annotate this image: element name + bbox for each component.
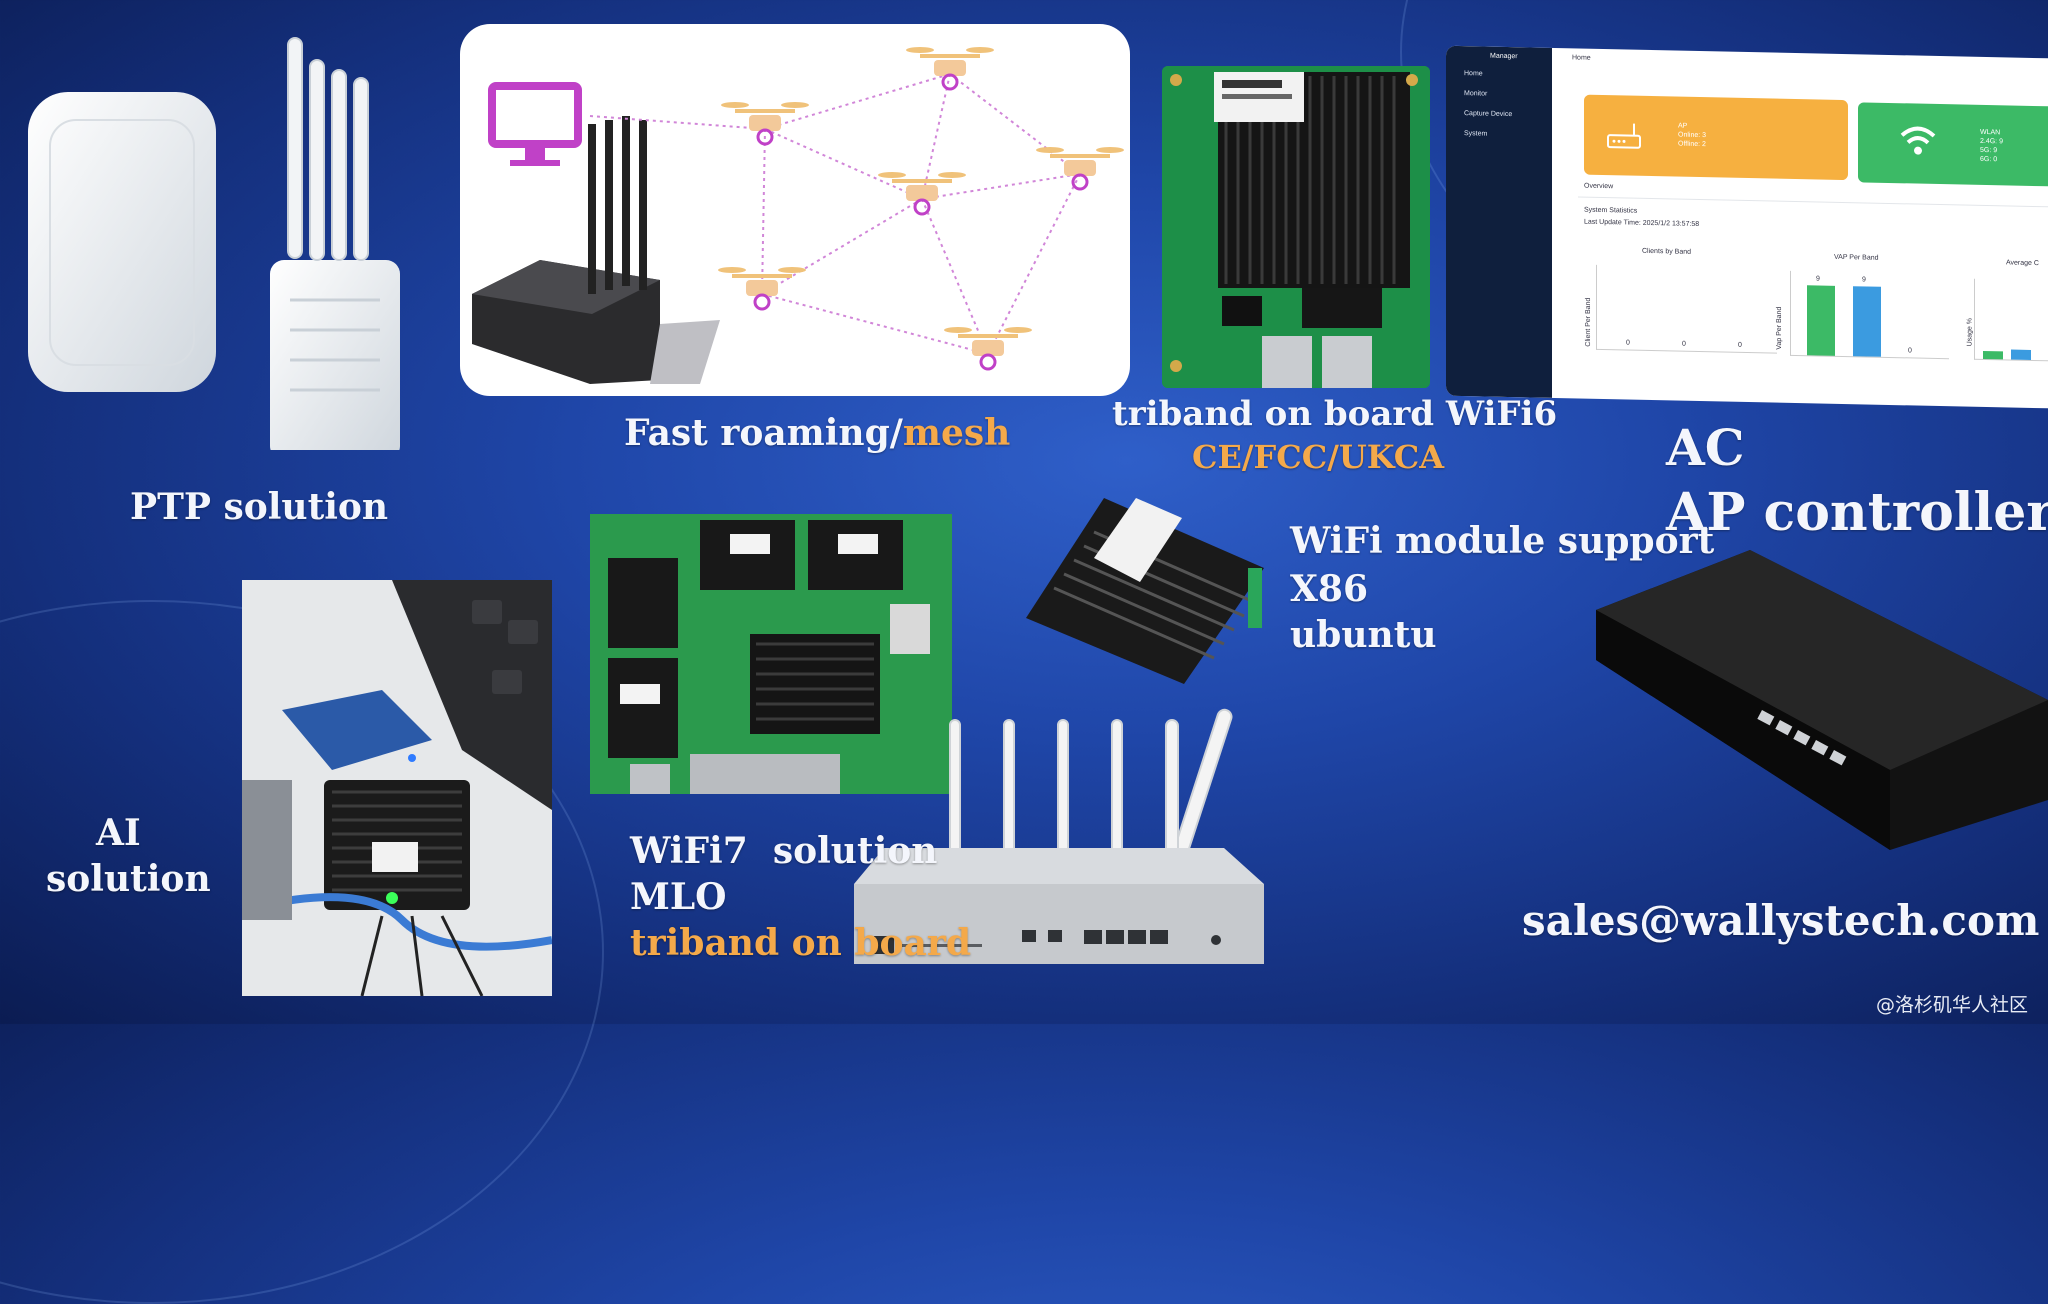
router-icon <box>472 116 720 384</box>
ptp-solution-label: PTP solution <box>130 486 389 528</box>
clients-by-band-chart <box>1596 264 1777 354</box>
average-chart-title: Average C <box>2006 259 2039 268</box>
triband-on-board-label: triband on board <box>630 922 972 964</box>
usage-axis-label: Usage % <box>1966 317 1974 347</box>
ptp-device-image <box>20 30 400 460</box>
fast-roaming-text: Fast roaming/ <box>624 412 903 454</box>
drone-icon <box>906 47 994 91</box>
triband-wifi6-label: triband on board WiFi6 <box>1112 394 1558 434</box>
wlan-card-line3: 6G: 0 <box>1980 155 1998 164</box>
ai-solution-label: solution <box>46 858 211 900</box>
drone-icon <box>878 172 966 216</box>
client-value-3: 0 <box>1738 341 1742 349</box>
usage-bar <box>2011 349 2031 360</box>
dashboard-sidebar: Manager Home Monitor Capture Device Syst… <box>1446 45 1552 398</box>
wlan-card-title: WLAN <box>1980 128 2001 137</box>
mesh-text: mesh <box>902 412 1011 454</box>
wifi7-router-image <box>844 708 1304 968</box>
sales-email-link[interactable]: sales@wallystech.com <box>1522 896 2040 945</box>
drone-icon <box>1036 147 1124 191</box>
usage-bar <box>1983 350 2003 360</box>
ap-card-title: AP <box>1678 122 1688 130</box>
vap-value-1: 9 <box>1816 275 1820 283</box>
watermark-text: @洛杉矶华人社区 <box>1876 994 2029 1016</box>
client-value-2: 0 <box>1682 340 1686 348</box>
nav-system[interactable]: System <box>1464 130 1488 138</box>
wifi-module-image <box>1014 488 1264 684</box>
wlan-card-line1: 2.4G: 9 <box>1980 137 2003 146</box>
divider <box>1578 196 2048 208</box>
ubuntu-label: ubuntu <box>1290 614 1437 656</box>
ai-solution-photo <box>242 580 552 996</box>
system-statistics-heading: System Statistics <box>1584 206 1638 215</box>
last-update-time: Last Update Time: 2025/1/2 13:57:58 <box>1584 218 1700 228</box>
wifi-icon <box>1900 126 1936 155</box>
client-value-1: 0 <box>1626 339 1630 347</box>
fast-roaming-mesh-label: Fast roaming/mesh <box>624 412 1010 454</box>
router-icon <box>1607 123 1641 149</box>
x86-label: X86 <box>1290 568 1369 610</box>
dashboard-breadcrumb: Home <box>1572 54 1591 62</box>
ac-dashboard-screenshot: Manager Home Monitor Capture Device Syst… <box>1446 45 2048 409</box>
vap-per-band-chart <box>1790 270 1949 360</box>
dashboard-brand: Manager <box>1490 52 1518 61</box>
drone-icon <box>721 102 809 146</box>
certifications-label: CE/FCC/UKCA <box>1192 438 1445 476</box>
wlan-card: WLAN 2.4G: 9 5G: 9 6G: 0 <box>1858 102 2048 187</box>
nav-monitor[interactable]: Monitor <box>1464 90 1488 98</box>
vap-axis-label: Vap Per Band <box>1776 306 1784 350</box>
nav-capture-device[interactable]: Capture Device <box>1464 110 1513 119</box>
ap-card: AP Online: 3 Offline: 2 <box>1584 94 1848 181</box>
vap-value-2: 9 <box>1862 276 1866 284</box>
wifi6-board-image <box>1162 66 1430 388</box>
wifi7-solution-label: WiFi7 solution <box>630 830 938 872</box>
wlan-card-line2: 5G: 9 <box>1980 146 1998 155</box>
ac-rack-device-image <box>1590 550 2048 850</box>
overview-heading: Overview <box>1584 182 1614 191</box>
average-chart <box>1974 278 2048 362</box>
vap-per-band-title: VAP Per Band <box>1834 253 1879 262</box>
vap-value-3: 0 <box>1908 347 1912 355</box>
ap-card-online: Online: 3 <box>1678 131 1707 140</box>
ac-label: AC <box>1666 418 1745 477</box>
clients-by-band-title: Clients by Band <box>1642 247 1692 256</box>
client-axis-label: Client Per Band <box>1585 297 1593 347</box>
wifi7-board-image <box>590 514 952 794</box>
drone-icon <box>944 327 1032 371</box>
ai-label: AI <box>96 812 141 854</box>
mlo-label: MLO <box>630 876 727 918</box>
wifi-module-support-label: WiFi module support <box>1290 520 1715 562</box>
nav-home[interactable]: Home <box>1464 70 1483 78</box>
monitor-icon <box>488 82 582 166</box>
ap-card-offline: Offline: 2 <box>1678 140 1706 149</box>
vap-bar-2g <box>1807 285 1835 356</box>
drone-icon <box>718 267 806 311</box>
vap-bar-5g <box>1853 286 1881 357</box>
ap-controller-label: AP controller <box>1666 482 2048 543</box>
mesh-diagram <box>460 24 1130 396</box>
